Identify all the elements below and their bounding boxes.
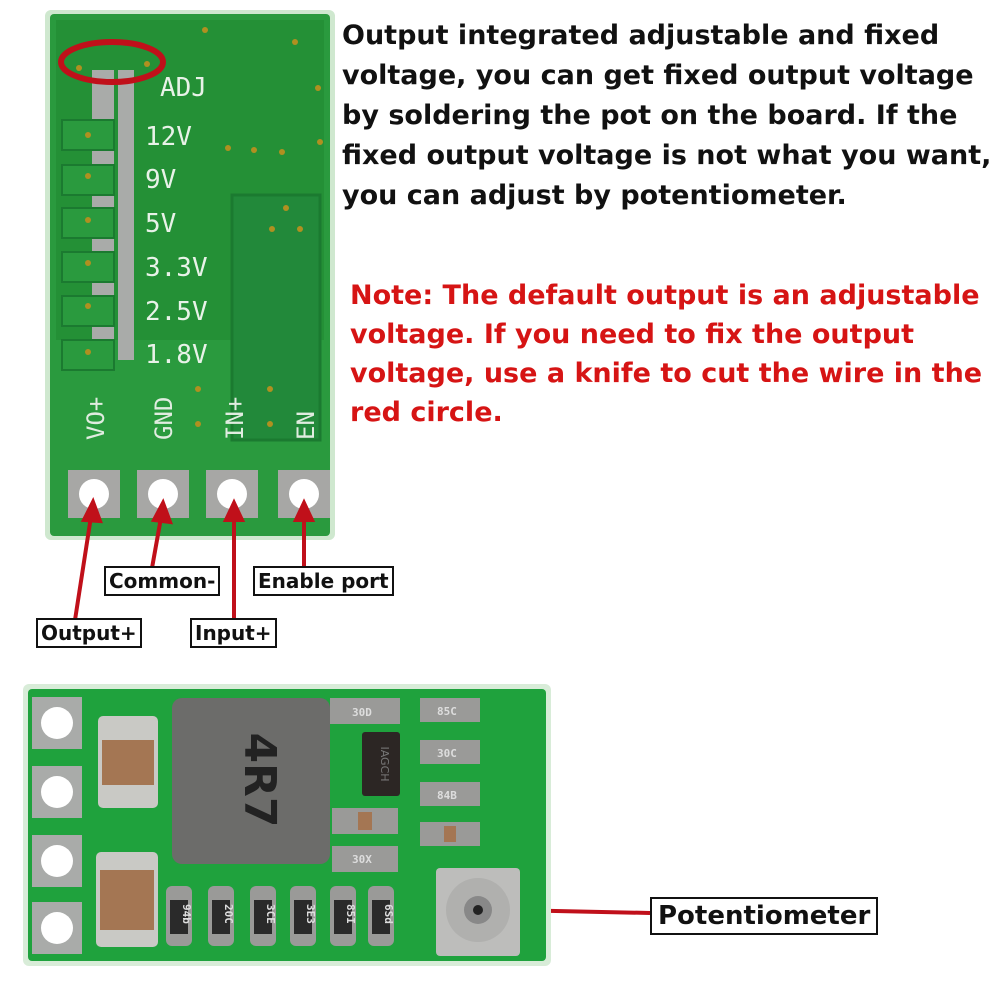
pcb-back-view: ADJ 12V 9V 5V 3.3V 2.5V 1.8V VO+ GND IN+… [45,10,335,540]
svg-text:3CE: 3CE [264,904,277,924]
bottom-resistor-row: 94b 20C 3CE 3E3 85I 6Sd [166,886,395,946]
svg-text:6Sd: 6Sd [382,904,395,924]
ic-marking: IAGCH [378,746,391,781]
silk-3v3: 3.3V [145,253,208,283]
pin-label-in: IN+ [221,397,249,440]
svg-text:85I: 85I [344,904,357,924]
potentiometer [436,868,520,956]
svg-text:84B: 84B [437,789,457,802]
note-text: Note: The default output is an adjustabl… [350,280,983,428]
svg-text:94b: 94b [180,904,193,924]
svg-text:3E3: 3E3 [304,904,317,924]
pin-label-gnd: GND [150,397,178,440]
callout-input: Input+ [190,618,277,648]
pcb-front-view: 4R7 IAGCH 30D 85C 30C 84B 30X 94b 20C 3C… [23,684,551,966]
silk-1v8: 1.8V [145,340,208,370]
pin-label-en: EN [292,411,320,440]
pin-label-vo: VO+ [82,397,110,440]
capacitors [96,716,158,947]
inductor-marking: 4R7 [234,732,285,827]
cut-wire-circle [58,39,166,85]
silk-5v: 5V [145,209,176,239]
svg-text:30C: 30C [437,747,457,760]
silk-2v5: 2.5V [145,297,208,327]
callout-output: Output+ [36,618,142,648]
regulator-ic [362,732,400,796]
description-text: Output integrated adjustable and fixed v… [342,20,992,211]
svg-text:85C: 85C [437,705,457,718]
svg-text:20C: 20C [222,904,235,924]
callout-common: Common- [104,566,221,596]
callout-enable-port: Enable port [253,566,394,596]
silk-9v: 9V [145,165,176,195]
silk-adj: ADJ [160,73,207,103]
smd-resistors: 30D 85C 30C 84B 30X [330,698,480,872]
svg-text:30D: 30D [352,706,372,719]
inductor [172,698,330,864]
svg-text:30X: 30X [352,853,372,866]
silk-12v: 12V [145,122,192,152]
callout-potentiometer: Potentiometer [650,897,879,935]
